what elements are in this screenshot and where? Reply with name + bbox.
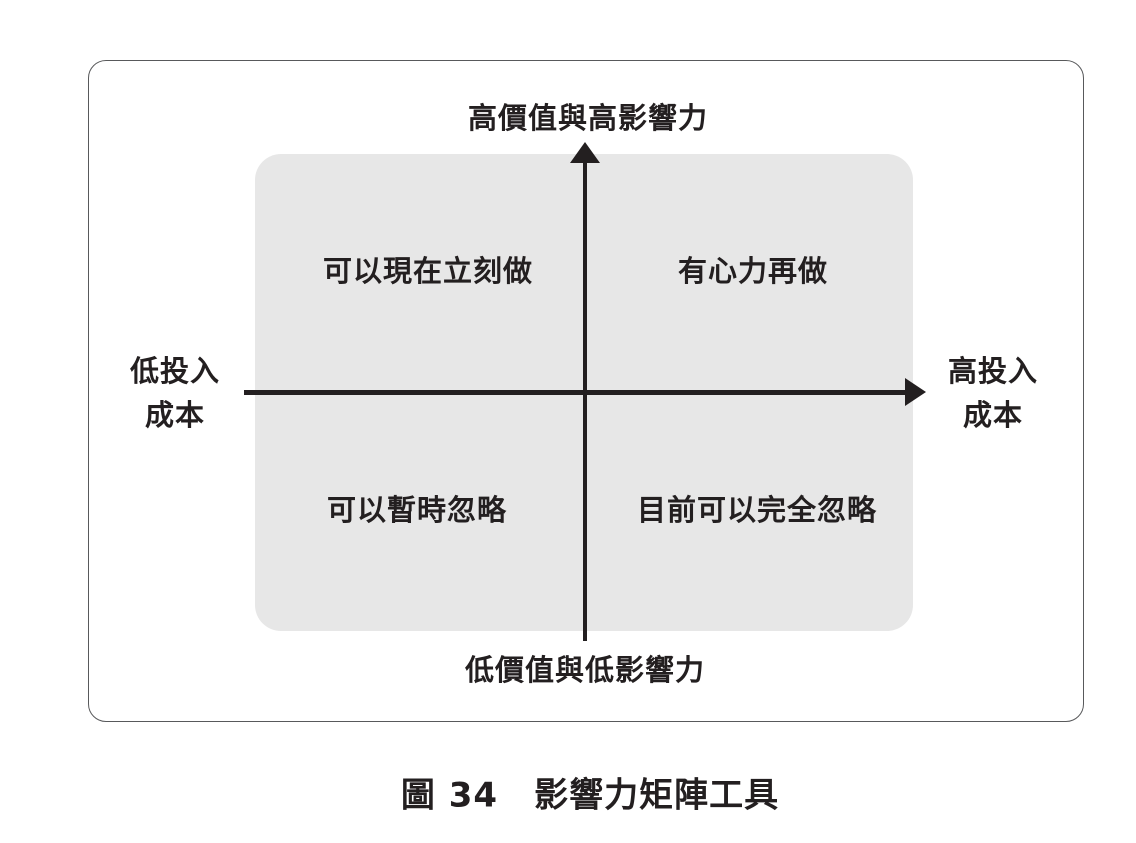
quadrant-label-bottom-left: 可以暫時忽略 [326,493,508,527]
figure-caption: 圖 34 影響力矩陣工具 [401,768,779,817]
horizontal-axis-line [244,390,906,395]
quadrant-label-top-right: 有心力再做 [677,254,829,288]
figure-caption-title: 影響力矩陣工具 [534,775,780,816]
axis-label-left-line1: 低投入 [129,354,221,388]
vertical-axis-line [583,160,587,641]
axis-label-left: 低投入 成本 [130,349,220,437]
axis-label-right-line1: 高投入 [947,354,1039,388]
right-arrow-icon [905,378,926,406]
axis-label-right-line2: 成本 [962,398,1024,432]
figure-caption-label: 圖 34 [400,775,499,816]
axis-label-top: 高價值與高影響力 [467,101,709,135]
axis-label-left-line2: 成本 [144,398,206,432]
axis-label-right: 高投入 成本 [948,349,1038,437]
quadrant-label-bottom-right: 目前可以完全忽略 [636,493,878,527]
axis-label-bottom: 低價值與低影響力 [464,653,706,687]
quadrant-label-top-left: 可以現在立刻做 [322,254,534,288]
up-arrow-icon [570,142,600,163]
